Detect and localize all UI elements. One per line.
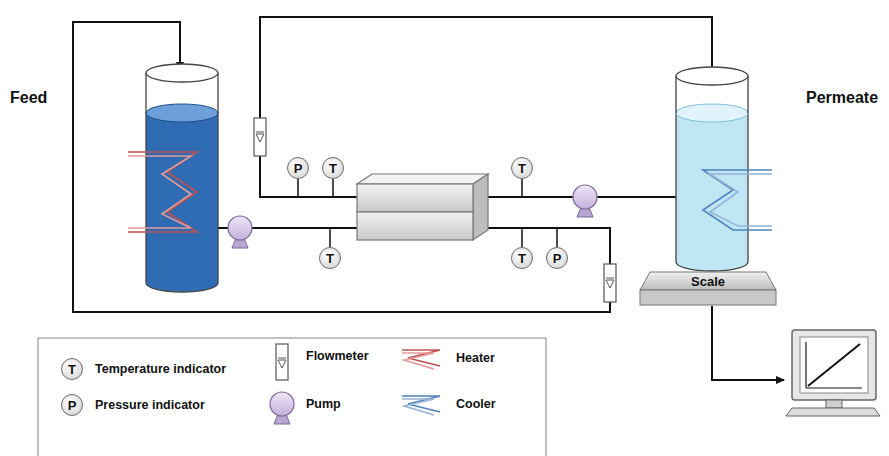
legend-text: Pressure indicator xyxy=(95,398,205,412)
flowmeter-body xyxy=(276,344,288,380)
indicator-letter: T xyxy=(518,162,526,175)
data-cable xyxy=(712,306,784,380)
coil xyxy=(710,174,772,226)
legend-text: Pump xyxy=(306,397,341,411)
undefined xyxy=(675,66,749,272)
tank-wall xyxy=(217,73,218,113)
tank-heading: Permeate xyxy=(806,89,878,107)
legend-text: Flowmeter xyxy=(306,349,369,363)
scale-platform: Scale xyxy=(640,272,776,306)
indicator-circle: T xyxy=(322,157,344,179)
feed-tank: Feed xyxy=(145,63,219,293)
legend-pump-sample xyxy=(270,392,294,424)
stem xyxy=(332,179,334,197)
monitor-stand xyxy=(826,400,842,408)
permeate-out-pipe xyxy=(260,17,712,197)
scale-label: Scale xyxy=(691,274,725,289)
liquid-surface xyxy=(146,104,218,122)
scale-front xyxy=(640,290,776,305)
legend-heater-sample xyxy=(402,350,440,369)
flowmeter-float xyxy=(606,280,614,288)
module-side xyxy=(473,174,488,240)
indicator-letter: T xyxy=(329,162,337,175)
undefined xyxy=(145,63,219,293)
tank-wall xyxy=(747,76,748,113)
flowmeter-body xyxy=(254,118,266,156)
pump-body xyxy=(573,185,597,209)
scale-top xyxy=(640,272,776,290)
legend-cooler-sample xyxy=(402,396,440,415)
membrane-module xyxy=(357,174,488,240)
indicator-letter: P xyxy=(68,399,77,412)
stem xyxy=(521,179,523,197)
tank-wall xyxy=(675,76,676,113)
pump-body xyxy=(270,392,294,416)
indicator-letter: P xyxy=(294,162,303,175)
flowmeter-float xyxy=(256,134,264,142)
legend-flowmeter-sample xyxy=(276,344,288,380)
cooler-coil xyxy=(402,399,434,415)
flowmeter-mark xyxy=(256,132,264,133)
legend-text: Temperature indicator xyxy=(95,362,226,376)
indicator-circle: T xyxy=(61,358,83,380)
stem xyxy=(521,228,523,247)
screen-axis xyxy=(806,387,862,388)
coil xyxy=(703,170,772,230)
flowmeter-body xyxy=(604,264,616,302)
indicator-circle: P xyxy=(287,157,309,179)
heater-coil xyxy=(402,353,434,369)
indicator-circle: T xyxy=(319,247,341,269)
indicator-circle: P xyxy=(546,247,568,269)
screen-axis xyxy=(805,342,806,388)
indicator-letter: T xyxy=(68,363,76,376)
tank-heading: Feed xyxy=(10,89,47,107)
liquid-surface xyxy=(676,104,748,122)
indicator-circle: P xyxy=(61,394,83,416)
flowmeter-mark xyxy=(606,278,614,279)
legend-text: Heater xyxy=(456,351,495,365)
keyboard xyxy=(786,408,880,416)
indicator-letter: T xyxy=(326,252,334,265)
permeate-loop-pipe xyxy=(260,17,712,197)
flowmeter-symbol xyxy=(604,264,616,302)
flowmeter-float xyxy=(278,360,286,368)
feed-loop-pipe xyxy=(73,22,610,312)
return-pipe xyxy=(73,22,610,312)
tank-rim xyxy=(146,64,218,82)
monitor-screen xyxy=(800,337,868,393)
indicator-circle: T xyxy=(511,157,533,179)
pump-body xyxy=(228,216,252,240)
screen-graph xyxy=(808,344,860,386)
module-top xyxy=(357,174,488,184)
pump-symbol xyxy=(228,216,252,248)
module-upper-cell xyxy=(357,184,473,212)
monitor-frame xyxy=(792,330,876,400)
module-lower-cell xyxy=(357,212,473,240)
indicator-letter: T xyxy=(518,252,526,265)
permeate-tank: Permeate xyxy=(675,66,749,272)
legend-frame xyxy=(38,338,546,456)
stem xyxy=(556,228,558,247)
computer-icon xyxy=(786,330,880,416)
legend-text: Cooler xyxy=(456,397,496,411)
indicator-circle: T xyxy=(511,247,533,269)
stem xyxy=(329,228,331,247)
tank-rim xyxy=(676,67,748,85)
pump-symbol xyxy=(573,185,597,217)
coil xyxy=(128,156,191,228)
flowmeter-mark xyxy=(278,358,286,359)
coil xyxy=(128,152,197,232)
tank-wall xyxy=(145,73,146,113)
flowmeter-symbol xyxy=(254,118,266,156)
indicator-letter: P xyxy=(553,252,562,265)
stem xyxy=(297,179,299,197)
indicator-stems xyxy=(298,179,557,247)
